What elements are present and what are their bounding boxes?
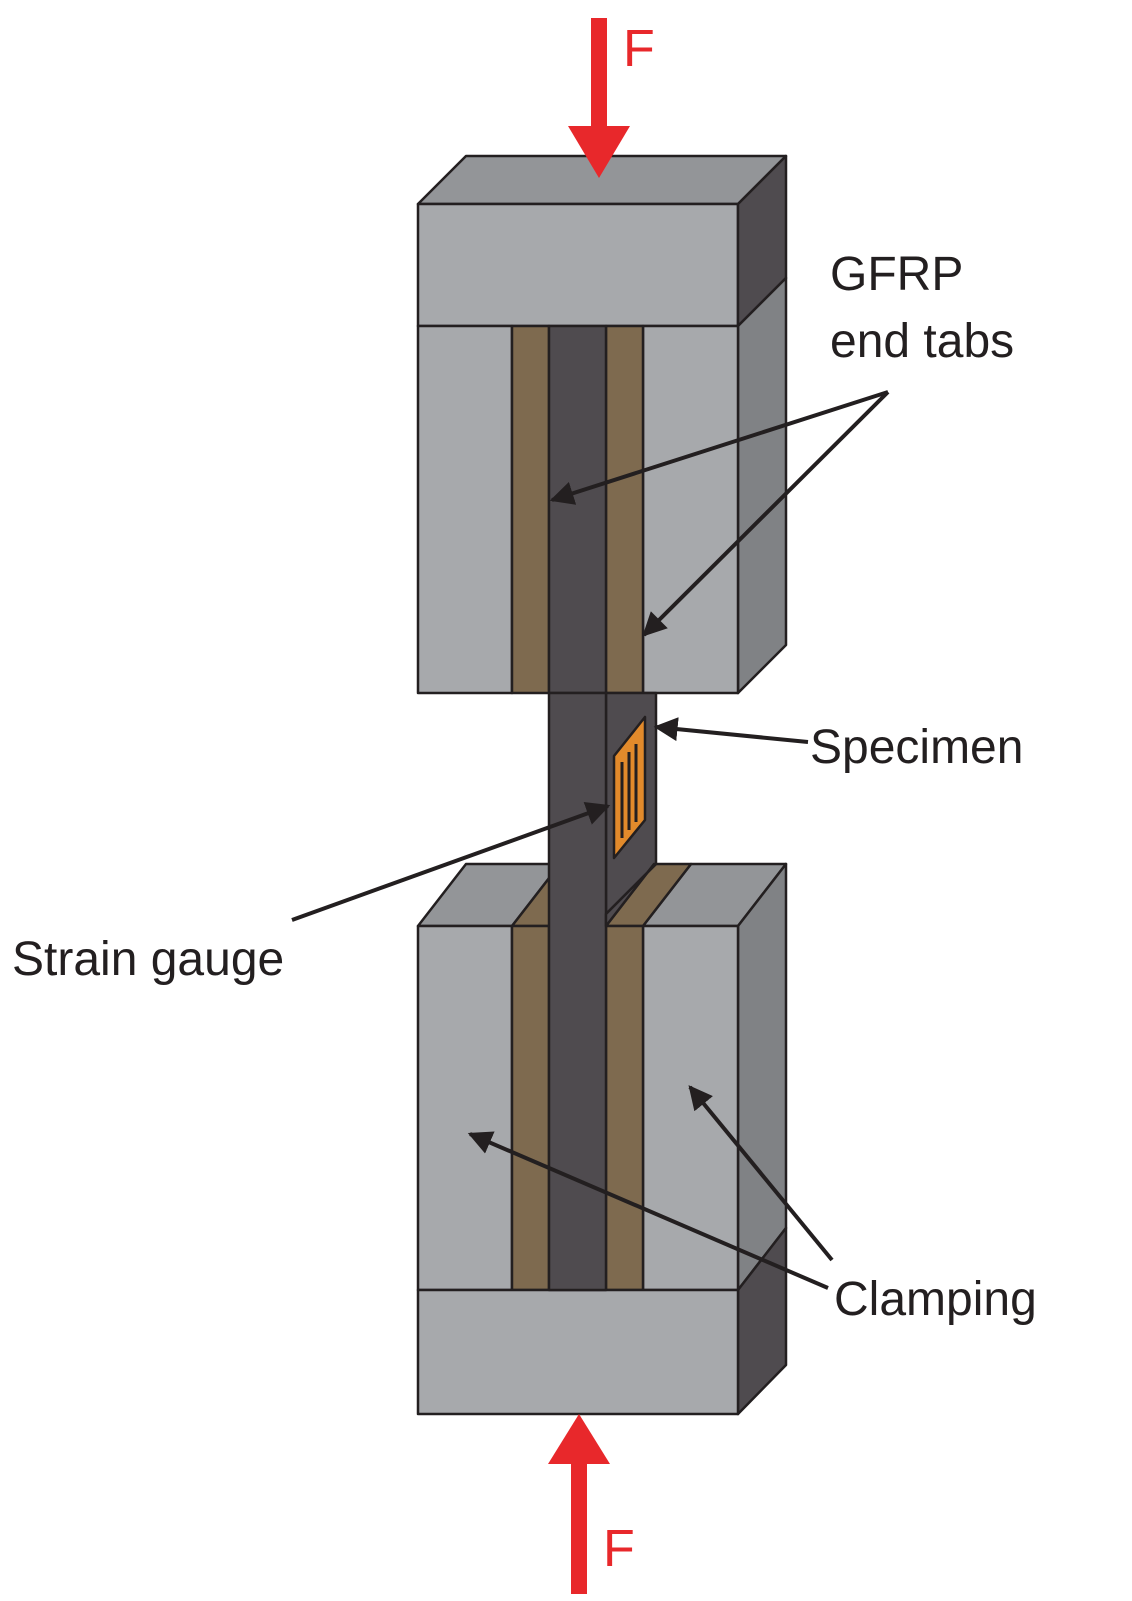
bottom-clamp-front-left: [416, 924, 514, 1292]
force-arrow-top-shaft: [591, 18, 607, 130]
leader-lines: [291, 390, 890, 1290]
force-arrow-top: [568, 18, 630, 178]
force-arrow-top-head: [568, 126, 630, 178]
clamping-leader-right: [688, 1085, 834, 1262]
bottom-clamp: [416, 862, 788, 1416]
force-label-top: F: [623, 20, 655, 78]
clamping-label: Clamping: [834, 1273, 1037, 1326]
top-clamp-cap-front: [416, 202, 740, 328]
end-tabs-leader-upper: [549, 390, 889, 505]
bottom-clamp-base-front: [416, 1288, 740, 1416]
bottom-clamp-side-upper: [736, 862, 788, 1292]
bottom-clamp-front-right: [641, 924, 740, 1292]
top-clamp-side: [736, 276, 788, 695]
specimen-label: Specimen: [810, 721, 1023, 774]
strain-gauge-leader: [291, 802, 611, 922]
force-label-bottom: F: [603, 1520, 635, 1578]
top-clamp: [416, 154, 788, 695]
force-arrow-bottom-shaft: [571, 1460, 587, 1594]
bottom-end-tab-right: [604, 924, 645, 1292]
bottom-end-tab-left: [510, 924, 551, 1292]
top-end-tab-left: [510, 324, 551, 695]
top-clamp-front-right: [641, 324, 740, 695]
strain-gauge-label: Strain gauge: [12, 933, 284, 986]
force-arrow-bottom: [548, 1414, 610, 1594]
top-clamp-front-left: [416, 324, 514, 695]
end-tabs-label-line2: end tabs: [830, 315, 1014, 368]
top-end-tab-right: [604, 324, 645, 695]
end-tabs-leader-lower: [642, 390, 890, 637]
specimen-leader: [653, 717, 809, 744]
specimen-front-face: [547, 691, 608, 1292]
specimen-bottom-top-face: [604, 862, 658, 928]
strain-gauge: [612, 715, 647, 860]
top-specimen-section: [547, 324, 608, 695]
force-arrow-bottom-head: [548, 1414, 610, 1464]
clamping-leader-left: [467, 1131, 829, 1290]
end-tabs-label-line1: GFRP: [830, 248, 963, 301]
